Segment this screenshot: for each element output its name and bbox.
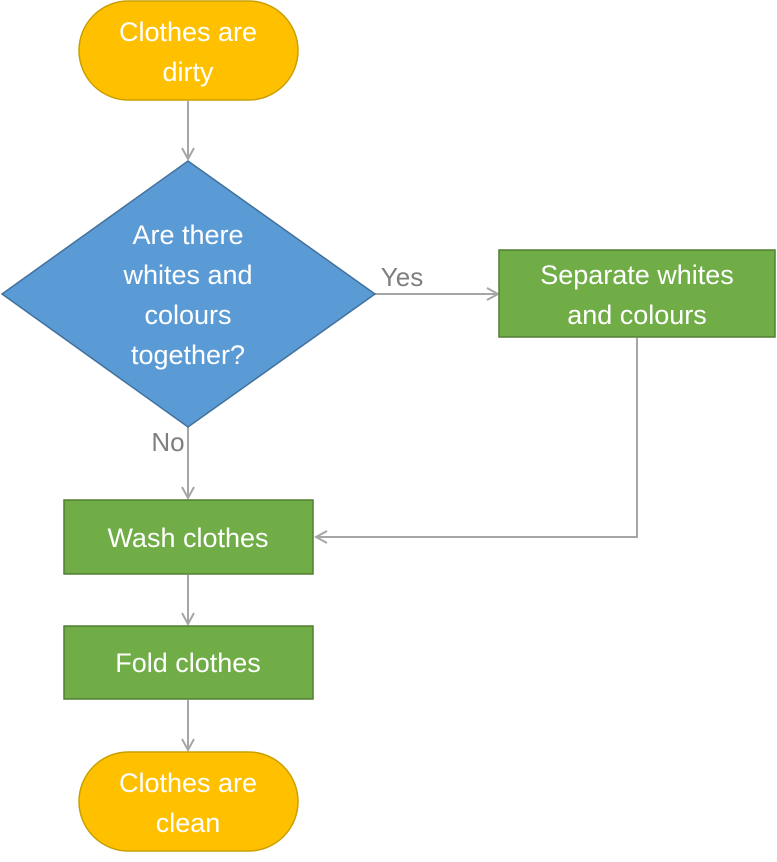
decision-diamond-shape: [0, 160, 377, 428]
end-terminator-shape: [78, 751, 299, 852]
separate-process-shape: [498, 249, 776, 338]
separate-label-line-1: Separate whites: [540, 260, 734, 290]
start-label-line-1: Clothes are: [119, 17, 257, 47]
wash-process-shape: [63, 499, 314, 575]
end-node: Clothes are clean: [78, 751, 299, 852]
decision-label-line-1: Are there: [132, 220, 243, 250]
start-node: Clothes are dirty: [78, 0, 299, 101]
yes-label: Yes: [381, 262, 423, 292]
end-label-line-1: Clothes are: [119, 768, 257, 798]
decision-label-line-3: colours: [144, 300, 231, 330]
decision-node: Are there whites and colours together?: [0, 160, 377, 428]
fold-label: Fold clothes: [115, 648, 261, 678]
decision-label-line-2: whites and: [122, 260, 252, 290]
no-label: No: [151, 427, 184, 457]
fold-node: Fold clothes: [63, 625, 314, 700]
fold-process-shape: [63, 625, 314, 700]
wash-label: Wash clothes: [107, 523, 268, 553]
separate-node: Separate whites and colours: [498, 249, 776, 338]
start-label-line-2: dirty: [162, 57, 214, 87]
start-terminator-shape: [78, 0, 299, 101]
wash-node: Wash clothes: [63, 499, 314, 575]
end-label-line-2: clean: [156, 808, 221, 838]
decision-label-line-4: together?: [131, 340, 245, 370]
separate-label-line-2: and colours: [567, 300, 707, 330]
connector-separate-to-wash: [316, 338, 638, 537]
connectors: [188, 101, 638, 750]
